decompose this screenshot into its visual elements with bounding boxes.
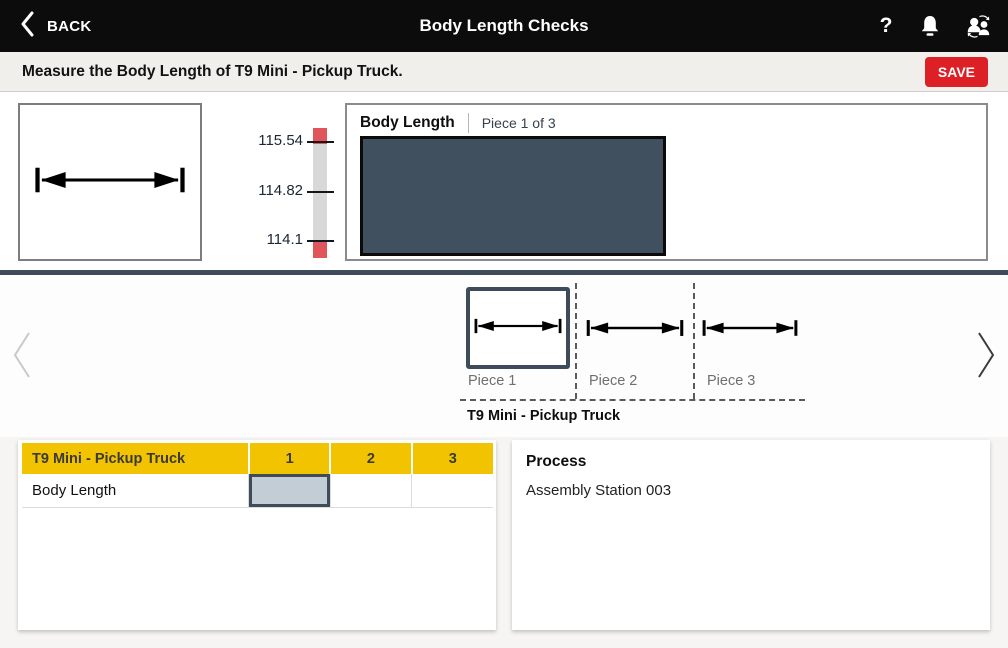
piece-3-thumbnail[interactable]: Piece 3 (693, 283, 805, 399)
piece-label: Piece 3 (707, 373, 756, 389)
table-row: Body Length (22, 474, 493, 508)
table-header-col-1: 1 (248, 443, 332, 474)
top-bar: BACK Body Length Checks ? (0, 0, 1008, 52)
back-button[interactable]: BACK (20, 0, 92, 52)
measurement-cell-2[interactable] (329, 474, 412, 508)
results-table: T9 Mini - Pickup Truck 1 2 3 Body Length (22, 443, 493, 508)
piece-carousel: Piece 1 Piece 2 (0, 275, 1008, 437)
page-title: Body Length Checks (419, 16, 589, 35)
measurement-cell-3[interactable] (411, 474, 493, 508)
row-label-body-length: Body Length (22, 474, 249, 508)
measurement-illustration (18, 103, 202, 261)
piece-1-selected-box (465, 287, 570, 369)
product-name-label: T9 Mini - Pickup Truck (467, 408, 621, 424)
instruction-text: Measure the Body Length of T9 Mini - Pic… (22, 63, 403, 80)
pieces-strip: Piece 1 Piece 2 (460, 283, 805, 401)
results-card: T9 Mini - Pickup Truck 1 2 3 Body Length (18, 440, 496, 630)
switch-user-icon[interactable] (965, 14, 992, 39)
top-bar-icons: ? (877, 0, 992, 52)
panel-title: Body Length (360, 114, 455, 131)
gauge-lower-limit: 114.1 (266, 231, 303, 248)
table-header-row: T9 Mini - Pickup Truck 1 2 3 (22, 443, 493, 474)
process-card: Process Assembly Station 003 (512, 440, 990, 630)
piece-1-thumbnail[interactable]: Piece 1 (460, 283, 575, 399)
carousel-next-icon[interactable] (974, 330, 998, 385)
gauge-upper-limit: 115.54 (258, 132, 303, 149)
gauge-out-of-range-bottom (313, 242, 327, 258)
piece-indicator: Piece 1 of 3 (481, 115, 556, 131)
section-divider (0, 270, 1008, 275)
body-length-panel: Body Length Piece 1 of 3 (345, 103, 988, 261)
piece-drawing-image (360, 136, 666, 256)
table-header-col-3: 3 (411, 443, 493, 474)
gauge-out-of-range-top (313, 128, 327, 144)
process-title: Process (526, 453, 587, 470)
panel-header: Body Length Piece 1 of 3 (347, 105, 986, 133)
dimension-arrow-icon (34, 163, 186, 202)
table-header-product: T9 Mini - Pickup Truck (22, 443, 250, 474)
carousel-prev-icon[interactable] (10, 330, 34, 385)
piece-label: Piece 1 (468, 373, 517, 389)
instruction-bar: Measure the Body Length of T9 Mini - Pic… (0, 52, 1008, 92)
save-button[interactable]: SAVE (924, 57, 988, 87)
dimension-arrow-icon (474, 315, 562, 342)
gauge-tick-upper (307, 141, 334, 143)
process-value: Assembly Station 003 (526, 482, 672, 499)
bottom-section: T9 Mini - Pickup Truck 1 2 3 Body Length… (0, 437, 1008, 648)
gauge-tick-lower (307, 240, 334, 242)
gauge-bar (313, 128, 327, 258)
panel-title-divider (467, 113, 469, 133)
tolerance-gauge: 115.54 114.82 114.1 (235, 128, 340, 258)
help-icon[interactable]: ? (879, 14, 893, 37)
measurement-stage: 115.54 114.82 114.1 Body Length Piece 1 … (0, 92, 1008, 270)
notifications-bell-icon[interactable] (919, 14, 941, 39)
gauge-tick-middle (307, 191, 334, 193)
measurement-cell-1[interactable] (248, 474, 331, 508)
back-chevron-icon (20, 11, 35, 42)
piece-2-thumbnail[interactable]: Piece 2 (575, 283, 693, 399)
table-header-col-2: 2 (330, 443, 413, 474)
dimension-arrow-icon (695, 283, 805, 373)
gauge-target-value: 114.82 (258, 182, 303, 199)
piece-label: Piece 2 (589, 373, 638, 389)
back-label: BACK (47, 17, 92, 35)
dimension-arrow-icon (577, 283, 693, 373)
